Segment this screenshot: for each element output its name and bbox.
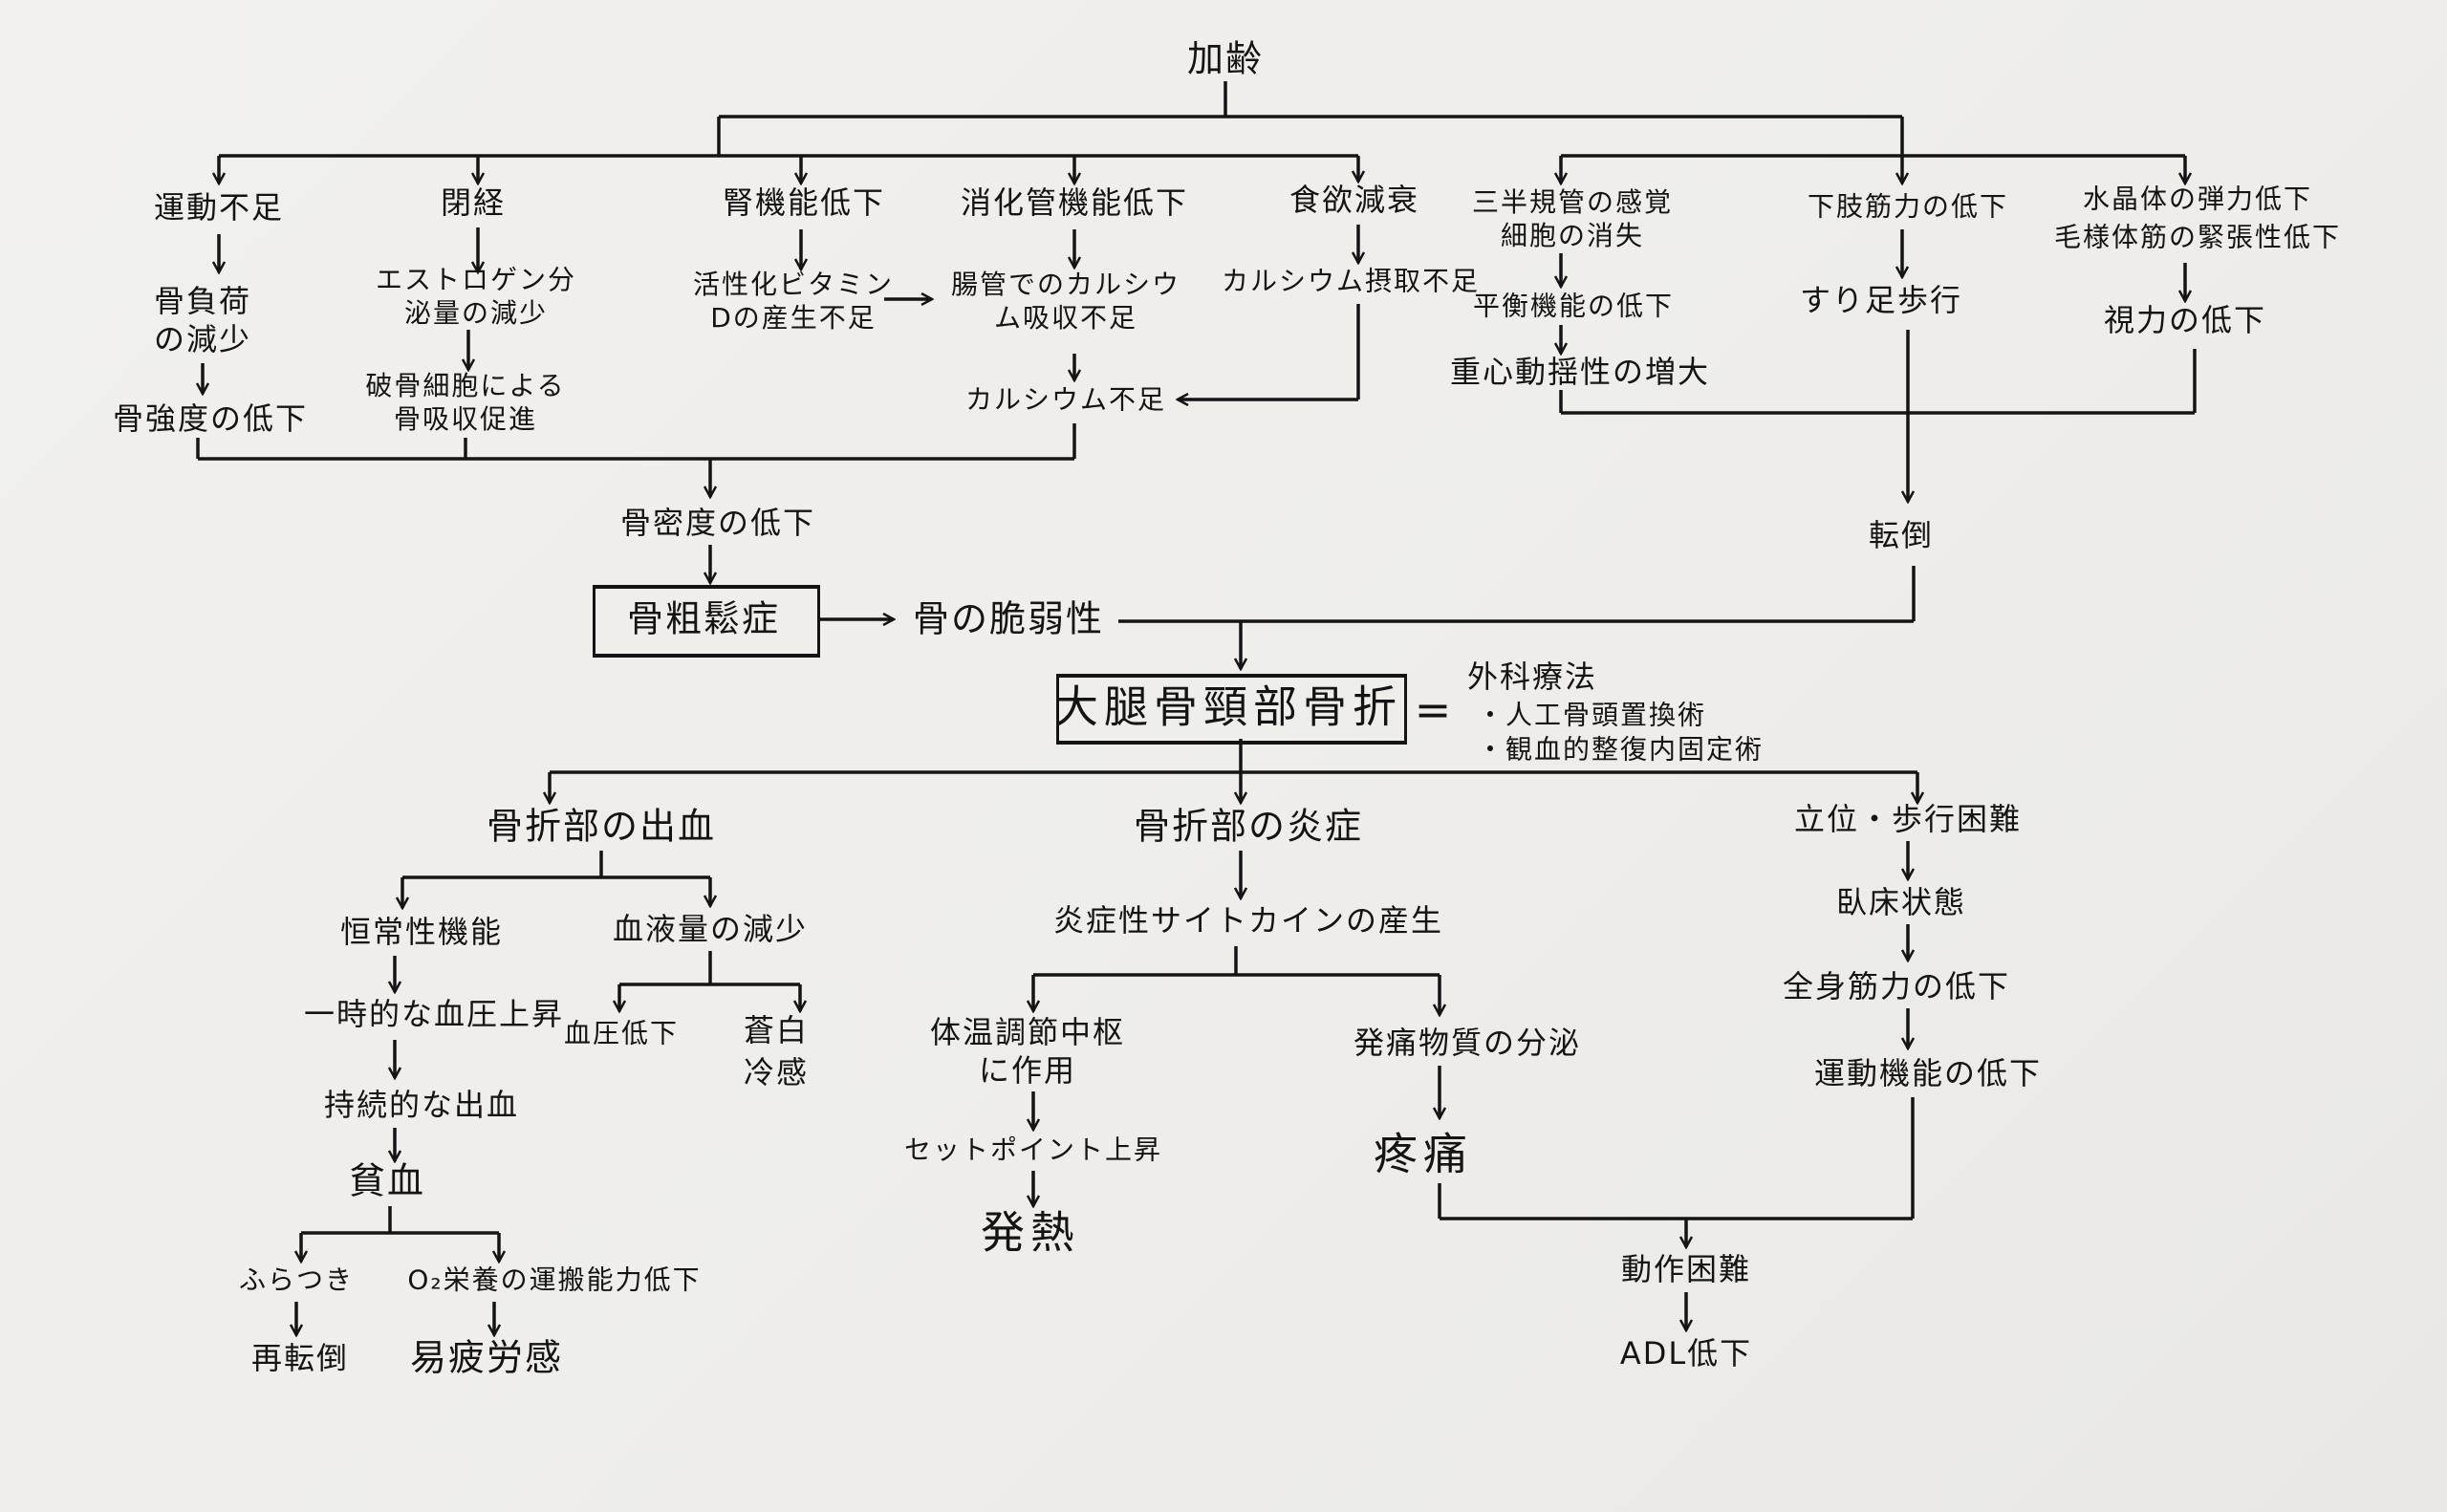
blood-volume-decrease: 血液量の減少 bbox=[612, 911, 809, 947]
bedridden: 臥床状態 bbox=[1835, 884, 1967, 920]
cause-vestibular: 三半規管の感覚細胞の消失 bbox=[1471, 186, 1673, 251]
menopause-step2: 破骨細胞による骨吸収促進 bbox=[365, 370, 566, 435]
whole-body-muscle-decrease: 全身筋力の低下 bbox=[1782, 968, 2011, 1004]
cause-appetite: 食欲減衰 bbox=[1288, 182, 1420, 218]
inflammation-head: 骨折部の炎症 bbox=[1133, 805, 1364, 848]
menopause-step1: エストロゲン分泌量の減少 bbox=[375, 264, 576, 329]
o2-transport-decrease: O₂栄養の運搬能力低下 bbox=[407, 1264, 702, 1296]
exercise-step1: 骨負荷の減少 bbox=[153, 283, 251, 357]
fatigue: 易疲労感 bbox=[409, 1336, 564, 1379]
vision-step1: 視力の低下 bbox=[2103, 302, 2267, 338]
osteoporosis-box bbox=[593, 585, 820, 658]
pain: 疼痛 bbox=[1374, 1128, 1473, 1180]
surgery-item: ・人工骨頭置換術 bbox=[1477, 699, 1707, 731]
cause-kidney: 腎機能低下 bbox=[722, 184, 886, 221]
appetite-step1: カルシウム摂取不足 bbox=[1221, 265, 1481, 297]
root-aging: 加齢 bbox=[1186, 37, 1265, 80]
bone-fragility: 骨の脆弱性 bbox=[912, 597, 1105, 640]
vestibular-step1: 平衡機能の低下 bbox=[1472, 290, 1675, 322]
digestive-step1: 腸管でのカルシウム吸収不足 bbox=[951, 269, 1181, 334]
cause-vision-line2: 毛様体筋の緊張性低下 bbox=[2053, 221, 2342, 253]
exercise-step2: 骨強度の低下 bbox=[112, 400, 309, 437]
equals-sign: = bbox=[1414, 683, 1458, 736]
bone-density-decrease: 骨密度の低下 bbox=[619, 505, 816, 541]
bleeding-head: 骨折部の出血 bbox=[486, 805, 717, 848]
fever: 発熱 bbox=[981, 1206, 1080, 1259]
standing-walking-difficulty: 立位・歩行困難 bbox=[1793, 801, 2023, 837]
temporary-bp-rise: 一時的な血圧上昇 bbox=[303, 996, 565, 1032]
cause-digestive: 消化管機能低下 bbox=[960, 184, 1189, 221]
adl-decrease: ADL低下 bbox=[1619, 1335, 1753, 1372]
cause-legs: 下肢筋力の低下 bbox=[1807, 190, 2009, 223]
motor-function-decrease: 運動機能の低下 bbox=[1813, 1055, 2043, 1091]
vestibular-step2: 重心動揺性の増大 bbox=[1449, 354, 1711, 390]
anemia: 貧血 bbox=[348, 1159, 426, 1202]
movement-difficulty: 動作困難 bbox=[1620, 1251, 1752, 1287]
continuous-bleeding: 持続的な出血 bbox=[323, 1087, 520, 1123]
osteoporosis: 骨粗鬆症 bbox=[626, 597, 781, 640]
kidney-step1: 活性化ビタミンDの産生不足 bbox=[693, 269, 895, 334]
pain-substance-secretion: 発痛物質の分泌 bbox=[1353, 1025, 1582, 1061]
setpoint-rise: セットポイント上昇 bbox=[903, 1134, 1163, 1166]
dizziness: ふらつき bbox=[238, 1264, 355, 1296]
cause-exercise: 運動不足 bbox=[153, 189, 285, 226]
cold-sensation: 冷感 bbox=[743, 1054, 810, 1091]
bp-drop: 血圧低下 bbox=[563, 1017, 680, 1049]
pale: 蒼白 bbox=[743, 1012, 810, 1048]
femoral-neck-fracture: 大腿骨頸部骨折 bbox=[1054, 680, 1402, 733]
surgery-title: 外科療法 bbox=[1467, 659, 1598, 695]
surgery-item: ・観血的整復内固定術 bbox=[1477, 733, 1765, 766]
thermoregulation-line2: に作用 bbox=[978, 1052, 1077, 1089]
fracture-box bbox=[1056, 674, 1407, 745]
thermoregulation-line1: 体温調節中枢 bbox=[929, 1014, 1126, 1050]
fall: 転倒 bbox=[1868, 517, 1935, 553]
legs-step1: すり足歩行 bbox=[1799, 282, 1963, 318]
cytokine-production: 炎症性サイトカインの産生 bbox=[1052, 902, 1444, 939]
cause-menopause: 閉経 bbox=[440, 184, 507, 221]
cause-vision-line1: 水晶体の弾力低下 bbox=[2082, 183, 2313, 215]
digestive-step2: カルシウム不足 bbox=[964, 383, 1167, 416]
refall: 再転倒 bbox=[250, 1340, 350, 1376]
homeostasis: 恒常性機能 bbox=[339, 914, 504, 950]
